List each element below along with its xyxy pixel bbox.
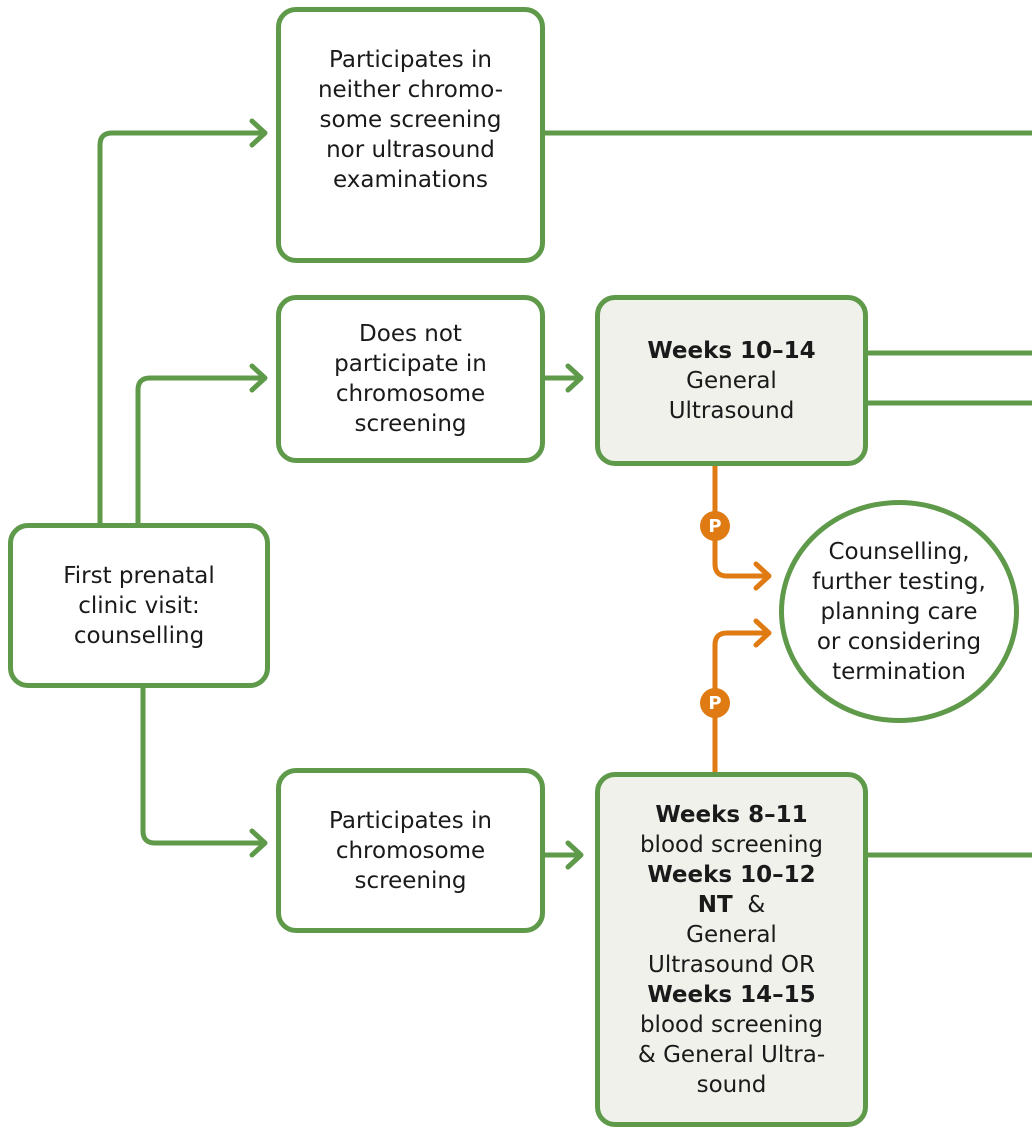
outcome-circle: Counselling, further testing, planning c… [779,500,1019,723]
neither-box: Participates in neither chromo- some scr… [276,7,545,263]
arrowhead-outcome-top [753,561,772,591]
connector-start-to-neither [97,130,265,526]
general-ultrasound-box: Weeks 10–14 General Ultrasound [595,295,868,466]
arrowhead-not-chromo [249,363,268,393]
p-badge-bottom: P [700,688,730,718]
arrowhead-outcome-bottom [753,618,772,648]
arrowhead-participates [249,828,268,858]
participates-box: Participates in chromosome screening [276,768,545,933]
arrowhead-combined [565,840,584,870]
combined-screening-box: Weeks 8–11 blood screening Weeks 10–12 N… [595,772,868,1127]
connector-us-to-outcome [712,463,768,579]
connector-combined-to-outcome [712,630,768,775]
not-chromo-box: Does not participate in chromosome scree… [276,295,545,463]
p-badge-top: P [700,511,730,541]
start-box: First prenatal clinic visit: counselling [8,523,270,688]
arrowhead-neither [249,118,268,148]
connector-start-to-not-chromo [135,375,265,526]
arrowhead-us [565,363,584,393]
connector-start-to-participates [140,685,265,846]
